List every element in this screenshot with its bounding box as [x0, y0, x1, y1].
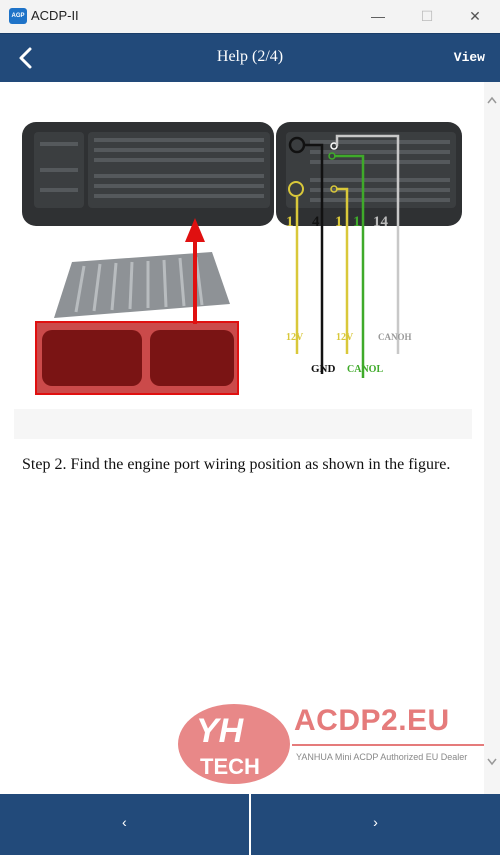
wire-12v-right [336, 187, 349, 354]
12v-pin-marker [288, 181, 304, 197]
label-12v-left: 12V [286, 332, 304, 343]
close-button[interactable]: ✕ [469, 8, 481, 24]
wire-gnd [304, 143, 324, 374]
back-button[interactable] [10, 40, 46, 76]
label-canh: CANOH [378, 332, 412, 342]
ecu-connector-image [22, 122, 462, 226]
app-header: Help (2/4) View [0, 33, 500, 82]
wire-canl [334, 154, 365, 378]
next-page-button[interactable]: › [251, 794, 500, 855]
window-titlebar: AGP ACDP-II — ☐ ✕ [0, 0, 500, 33]
wiring-figure: 1 4 1 1 14 12V 12V CANOH GND CANOL [14, 98, 472, 423]
chevron-left-icon [19, 47, 32, 69]
maximize-button[interactable]: ☐ [420, 8, 434, 24]
pin-number: 1 [286, 214, 294, 230]
page-title: Help (2/4) [216, 48, 284, 65]
watermark-divider [292, 744, 488, 746]
ecu-module-image [35, 252, 239, 395]
watermark-logo-top: YH [196, 712, 245, 750]
pin-number: 14 [373, 214, 389, 230]
app-logo: AGP [9, 8, 27, 24]
label-canl: CANOL [347, 364, 383, 375]
wire-canh [335, 134, 400, 354]
footer-nav: ‹ › [0, 794, 500, 855]
scroll-down-icon[interactable] [487, 758, 497, 766]
label-12v-right: 12V [336, 332, 354, 343]
window-title: ACDP-II [31, 8, 79, 23]
watermark-logo-bottom: TECH [200, 754, 260, 779]
step-description: Step 2. Find the engine port wiring posi… [22, 456, 451, 473]
prev-page-button[interactable]: ‹ [0, 794, 249, 855]
watermark-tagline: YANHUA Mini ACDP Authorized EU Dealer [296, 752, 468, 762]
help-content: 1 4 1 1 14 12V 12V CANOH GND CANOL [0, 82, 488, 794]
label-gnd: GND [311, 363, 336, 375]
dealer-watermark: YH TECH ACDP2.EU YANHUA Mini ACDP Author… [176, 694, 490, 786]
watermark-site: ACDP2.EU [294, 704, 450, 737]
view-button[interactable]: View [453, 50, 485, 65]
scrollbar[interactable] [484, 82, 500, 794]
pin-number: 4 [312, 214, 320, 230]
figure-caption-bar [14, 409, 472, 439]
pin-number: 1 [335, 214, 343, 230]
arrow-up-icon [185, 218, 205, 242]
pin-number: 1 [353, 214, 361, 230]
scroll-up-icon[interactable] [487, 96, 497, 104]
minimize-button[interactable]: — [371, 8, 385, 24]
